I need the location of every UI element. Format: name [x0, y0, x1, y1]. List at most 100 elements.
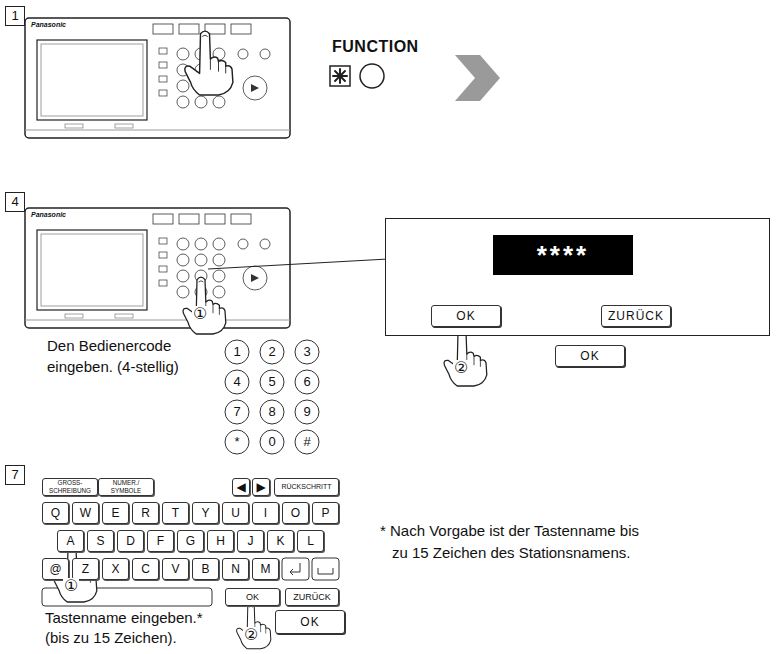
button-label: K	[276, 534, 284, 548]
button-label: E	[111, 506, 119, 520]
keypad-key	[225, 340, 249, 364]
keyboard-key: B	[192, 558, 219, 580]
button-label: ◀	[236, 480, 245, 494]
button-label: C	[141, 562, 150, 576]
button-label: GROSS- SCHREIBUNG	[43, 479, 97, 495]
keyboard-key: F	[147, 530, 174, 552]
keypad-key	[225, 400, 249, 424]
keypad-key	[225, 370, 249, 394]
button-label: OK	[580, 349, 599, 363]
keyboard-key: K	[267, 530, 294, 552]
button-label: J	[248, 534, 254, 548]
button-label: S	[96, 534, 104, 548]
keypad-key	[295, 370, 319, 394]
keyboard-key: E	[102, 502, 129, 524]
keypad-digit: 3	[295, 343, 319, 361]
brand-name: Panasonic	[31, 211, 66, 218]
keypad-digit: 6	[295, 373, 319, 391]
keyboard-key: I	[252, 502, 279, 524]
button-label: N	[231, 562, 240, 576]
keyboard-key: V	[162, 558, 189, 580]
button-label: O	[291, 506, 300, 520]
button-label: T	[172, 506, 179, 520]
button: ZURÜCK	[601, 305, 671, 327]
keyboard-key: Z	[72, 558, 99, 580]
keypad-digit: 2	[260, 343, 284, 361]
keyboard-key: NUMER./ SYMBOLE	[98, 478, 154, 496]
button-label: OK	[246, 592, 259, 602]
step-number: 1	[5, 6, 25, 26]
keypad-digit: 8	[260, 403, 284, 421]
keyboard-key: Y	[192, 502, 219, 524]
button-label: NUMER./ SYMBOLE	[99, 479, 153, 495]
keyboard-key: L	[297, 530, 324, 552]
code-display: ****	[493, 235, 633, 275]
button-label: P	[321, 506, 329, 520]
keyboard-key: GROSS- SCHREIBUNG	[42, 478, 98, 496]
button-label: OK	[456, 309, 475, 323]
button-label: OK	[300, 615, 319, 629]
instruction-text: Tastenname eingeben.* (bis zu 15 Zeichen…	[45, 608, 225, 648]
keypad-key	[260, 340, 284, 364]
keypad-key	[260, 400, 284, 424]
keyboard-key: M	[252, 558, 279, 580]
button-label: ZURÜCK	[608, 309, 664, 323]
keyboard-key: T	[162, 502, 189, 524]
keyboard-key: R	[132, 502, 159, 524]
button-label: ZURÜCK	[293, 592, 331, 602]
button-label: H	[216, 534, 225, 548]
keypad-key	[225, 430, 249, 454]
keypad-digit: 9	[295, 403, 319, 421]
button-label: D	[126, 534, 135, 548]
button-label: W	[80, 506, 91, 520]
keypad-digit: #	[295, 433, 319, 451]
keyboard-key: O	[282, 502, 309, 524]
keypad-digit: 1	[225, 343, 249, 361]
keyboard-key: N	[222, 558, 249, 580]
keyboard-key: RÜCKSCHRITT	[274, 478, 339, 496]
keyboard-key: C	[132, 558, 159, 580]
callout-number: ①	[63, 578, 79, 594]
keypad-key	[295, 430, 319, 454]
keyboard-key: U	[222, 502, 249, 524]
button: OK	[555, 345, 625, 367]
keypad-key	[260, 430, 284, 454]
keypad-digit: 4	[225, 373, 249, 391]
button-label: I	[264, 506, 267, 520]
button-label: @	[49, 562, 61, 576]
keypad-key	[295, 400, 319, 424]
footnote: * Nach Vorgabe ist der Tastenname bis zu…	[380, 520, 654, 564]
keyboard-key: W	[72, 502, 99, 524]
instruction-text: Den Bedienercode eingeben. (4-stellig)	[47, 335, 187, 377]
key-name: FUNCTION	[332, 38, 419, 56]
keyboard-key: H	[207, 530, 234, 552]
keypad-key	[260, 370, 284, 394]
button-label: A	[66, 534, 74, 548]
step-number: 7	[5, 465, 25, 485]
keyboard-key: P	[312, 502, 339, 524]
keyboard-key: G	[177, 530, 204, 552]
callout-number: ②	[453, 360, 469, 376]
keyboard-key: @	[42, 558, 69, 580]
button-label: ****	[537, 240, 589, 271]
button: OK	[275, 610, 345, 634]
button-label: U	[231, 506, 240, 520]
button-label: G	[186, 534, 195, 548]
keypad-key	[295, 340, 319, 364]
keypad-digit: 7	[225, 403, 249, 421]
button-label: Q	[51, 506, 60, 520]
button-label: B	[201, 562, 209, 576]
button-label: L	[307, 534, 314, 548]
keyboard-key: ▶	[252, 478, 270, 496]
button-label: Z	[82, 562, 89, 576]
button-label: R	[141, 506, 150, 520]
keyboard-key: A	[57, 530, 84, 552]
button-label: V	[171, 562, 179, 576]
keypad-digit: 0	[260, 433, 284, 451]
keyboard-key: OK	[225, 588, 280, 606]
button: OK	[431, 305, 501, 327]
button-label: Y	[201, 506, 209, 520]
keypad-digit: 5	[260, 373, 284, 391]
button-label: RÜCKSCHRITT	[281, 483, 331, 491]
